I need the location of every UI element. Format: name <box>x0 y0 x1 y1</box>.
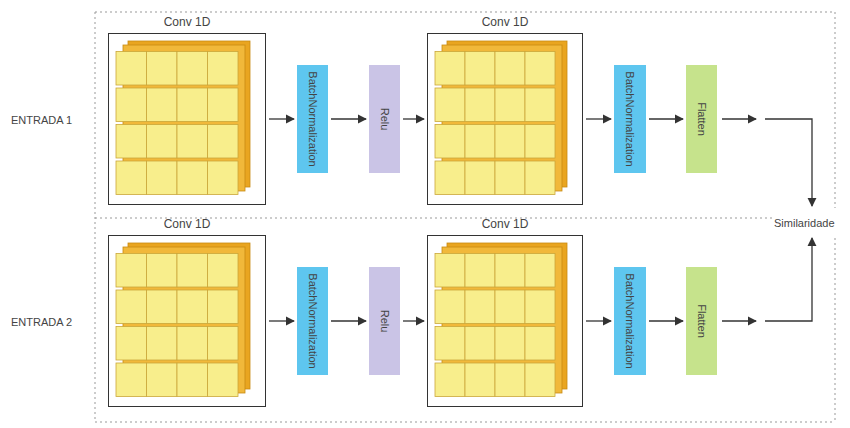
output-label: Similaridade <box>773 216 836 230</box>
flatten-bar: Flatten <box>686 65 717 173</box>
batchnorm-bar: BatchNormalization <box>297 65 328 173</box>
flow-arrow <box>649 118 683 119</box>
flow-arrow <box>403 320 424 321</box>
conv-layer-box: Conv 1D <box>427 33 583 205</box>
conv-layer-box: Conv 1D <box>108 235 266 407</box>
layer-name: BatchNormalization <box>624 71 636 166</box>
flow-arrow <box>403 118 424 119</box>
layer-name: Flatten <box>696 102 708 136</box>
layer-name: Flatten <box>696 304 708 338</box>
batchnorm-bar: BatchNormalization <box>297 267 328 375</box>
filter-grid <box>428 236 576 406</box>
conv-layer-box: Conv 1D <box>108 33 266 205</box>
flow-arrow <box>331 320 366 321</box>
relu-bar: Relu <box>369 267 400 375</box>
layer-name: Relu <box>379 310 391 333</box>
filter-grid <box>109 236 259 406</box>
dotted-panel <box>95 12 835 422</box>
flow-arrow <box>586 320 611 321</box>
layer-name: BatchNormalization <box>307 273 319 368</box>
input-label: ENTRADA 2 <box>10 315 73 329</box>
filter-grid <box>428 34 576 204</box>
layer-name: BatchNormalization <box>307 71 319 166</box>
filter-grid <box>109 34 259 204</box>
flow-arrow <box>269 118 294 119</box>
layer-name: Conv 1D <box>109 15 265 29</box>
layer-name: BatchNormalization <box>624 273 636 368</box>
flatten-bar: Flatten <box>686 267 717 375</box>
flow-arrow <box>649 320 683 321</box>
layer-name: Conv 1D <box>428 15 582 29</box>
flow-arrow <box>331 118 366 119</box>
input-label: ENTRADA 1 <box>10 113 73 127</box>
relu-bar: Relu <box>369 65 400 173</box>
conv-layer-box: Conv 1D <box>427 235 583 407</box>
flow-arrow <box>269 320 294 321</box>
layer-name: Conv 1D <box>109 217 265 231</box>
batchnorm-bar: BatchNormalization <box>614 65 646 173</box>
layer-name: Conv 1D <box>428 217 582 231</box>
layer-name: Relu <box>379 108 391 131</box>
flow-arrow <box>586 118 611 119</box>
batchnorm-bar: BatchNormalization <box>614 267 646 375</box>
